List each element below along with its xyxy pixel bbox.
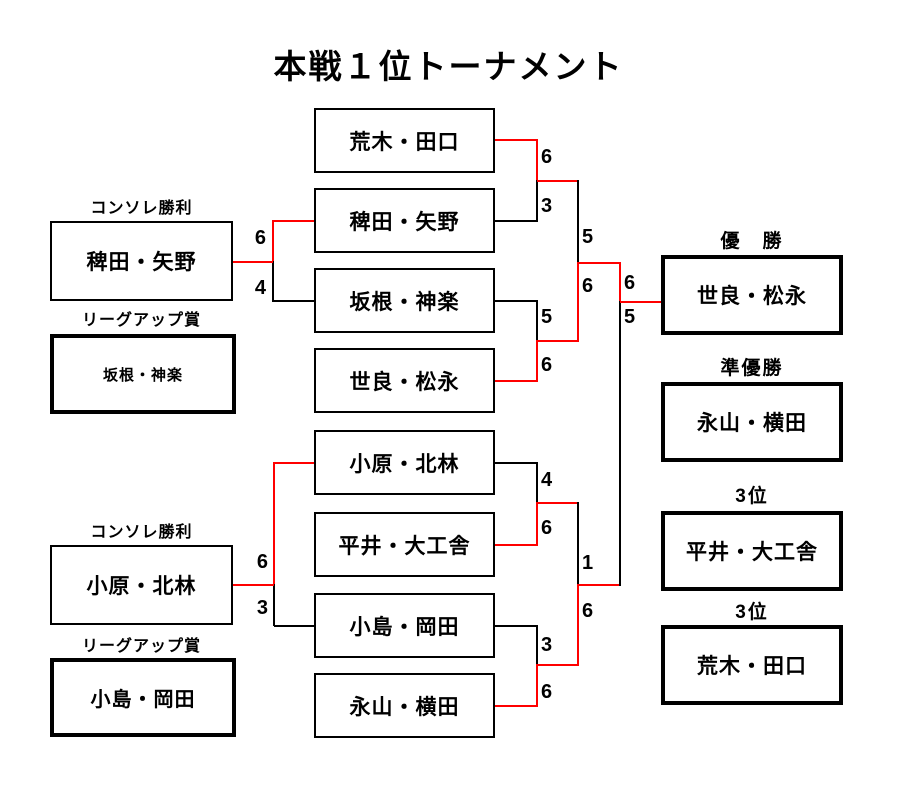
- entrant-box-hieda-yano: 稗田・矢野: [314, 188, 495, 253]
- score-consbot-winner: 6: [256, 551, 268, 573]
- third-place-b-box: 荒木・田口: [661, 625, 843, 705]
- consolation-top-winner-box: 稗田・矢野: [50, 221, 233, 301]
- team-name: 世良・松永: [697, 285, 807, 308]
- score-final-top: 6: [624, 272, 636, 294]
- team-name: 稗田・矢野: [349, 210, 460, 234]
- team-name: 永山・横田: [349, 695, 460, 719]
- line-consbot-loser-out: [274, 625, 314, 627]
- score-final-bottom: 5: [624, 306, 636, 328]
- leagueup-bottom-winner-box: 小島・岡田: [50, 658, 236, 737]
- team-name: 坂根・神楽: [349, 290, 460, 314]
- entrant-box-nagayama-yokota: 永山・横田: [314, 673, 495, 738]
- champion-box: 世良・松永: [661, 255, 843, 335]
- team-name: 稗田・矢野: [86, 251, 197, 274]
- team-name: 平井・大工舎: [686, 541, 818, 564]
- line-consbot-connector: [233, 584, 274, 586]
- line-sf2-loser: [577, 502, 579, 586]
- team-name: 世良・松永: [349, 370, 460, 394]
- team-name: 小原・北林: [86, 575, 197, 598]
- line-qf3-winner-out: [495, 544, 537, 546]
- line-qf4-loser-out: [495, 625, 537, 627]
- line-constop-winner-drop: [272, 220, 274, 263]
- line-qf1-winner-out: [495, 139, 537, 141]
- score-qf4-bottom: 6: [541, 681, 553, 703]
- line-sf1-connector: [578, 262, 620, 264]
- score-constop-winner: 6: [254, 227, 266, 249]
- line-consbot-winner-out: [274, 462, 314, 464]
- team-name: 荒木・田口: [349, 130, 460, 154]
- line-qf3-loser-drop: [536, 462, 538, 504]
- line-qf1-connector: [537, 180, 578, 182]
- score-qf2-bottom: 6: [541, 354, 553, 376]
- score-qf3-bottom: 6: [541, 517, 553, 539]
- consolation-bottom-winner-box: 小原・北林: [50, 545, 233, 625]
- line-constop-winner-out: [273, 220, 314, 222]
- page-title: 本戦１位トーナメント: [273, 48, 624, 85]
- line-qf2-loser-drop: [536, 300, 538, 342]
- line-consbot-winner-drop: [273, 462, 275, 586]
- team-name: 小島・岡田: [349, 615, 460, 639]
- line-final-to-champion: [620, 301, 661, 303]
- line-qf4-loser-drop: [536, 625, 538, 666]
- line-qf2-winner-out: [495, 380, 537, 382]
- entrant-box-hirai-daikusha: 平井・大工舎: [314, 512, 495, 577]
- runner-up-label: 準優勝: [720, 358, 784, 379]
- entrant-box-ohara-kitabayashi: 小原・北林: [314, 430, 495, 495]
- score-qf3-top: 4: [541, 469, 553, 491]
- leagueup-top-label: リーグアップ賞: [81, 312, 201, 329]
- score-qf1-top: 6: [541, 146, 553, 168]
- line-sf1-loser: [577, 180, 579, 264]
- team-name: 永山・横田: [697, 412, 807, 435]
- score-constop-loser: 4: [254, 277, 266, 299]
- runner-up-box: 永山・横田: [661, 382, 843, 462]
- consolation-bottom-label: コンソレ勝利: [90, 524, 193, 541]
- line-qf3-loser-out: [495, 462, 537, 464]
- score-sf2-top: 1: [582, 552, 594, 574]
- line-qf4-connector: [537, 664, 578, 666]
- entrant-box-sakane-kagura: 坂根・神楽: [314, 268, 495, 333]
- score-qf1-bottom: 3: [541, 195, 553, 217]
- score-consbot-loser: 3: [256, 597, 268, 619]
- line-qf4-winner-rise: [536, 664, 538, 707]
- team-name: 坂根・神楽: [102, 366, 183, 384]
- line-qf3-winner-rise: [536, 502, 538, 546]
- line-qf2-connector: [537, 340, 578, 342]
- entrant-box-kojima-okada: 小島・岡田: [314, 593, 495, 658]
- line-consbot-loser-rise: [273, 584, 275, 626]
- score-sf1-bottom: 6: [582, 275, 594, 297]
- team-name: 小島・岡田: [90, 689, 196, 711]
- consolation-top-label: コンソレ勝利: [90, 200, 193, 217]
- score-sf1-top: 5: [582, 226, 594, 248]
- line-qf2-winner-rise: [536, 340, 538, 382]
- score-qf4-top: 3: [541, 634, 553, 656]
- line-qf1-loser-rise: [536, 180, 538, 222]
- score-qf2-top: 5: [541, 306, 553, 328]
- line-constop-loser-out: [273, 300, 314, 302]
- line-constop-connector: [233, 261, 273, 263]
- line-sf2-winner: [577, 584, 579, 666]
- third-place-a-label: 3位: [735, 486, 769, 507]
- team-name: 荒木・田口: [697, 655, 807, 678]
- third-place-b-label: 3位: [735, 602, 769, 623]
- line-sf2-connector: [578, 584, 620, 586]
- line-qf1-winner-drop: [536, 139, 538, 182]
- team-name: 平井・大工舎: [338, 534, 471, 558]
- third-place-a-box: 平井・大工舎: [661, 511, 843, 591]
- champion-label: 優 勝: [720, 231, 784, 252]
- leagueup-bottom-label: リーグアップ賞: [81, 638, 201, 655]
- leagueup-top-winner-box: 坂根・神楽: [50, 334, 236, 414]
- entrant-box-araki-taguchi: 荒木・田口: [314, 108, 495, 173]
- team-name: 小原・北林: [349, 452, 460, 476]
- line-final-loser: [619, 301, 621, 586]
- line-constop-loser-rise: [272, 261, 274, 302]
- line-sf1-winner: [577, 262, 579, 342]
- score-sf2-bottom: 6: [582, 600, 594, 622]
- entrant-box-sera-matsunaga: 世良・松永: [314, 348, 495, 413]
- line-final-winner: [619, 262, 621, 303]
- line-qf1-loser-out: [495, 220, 537, 222]
- line-qf4-winner-out: [495, 705, 537, 707]
- line-qf2-loser-out: [495, 300, 537, 302]
- line-qf3-connector: [537, 502, 578, 504]
